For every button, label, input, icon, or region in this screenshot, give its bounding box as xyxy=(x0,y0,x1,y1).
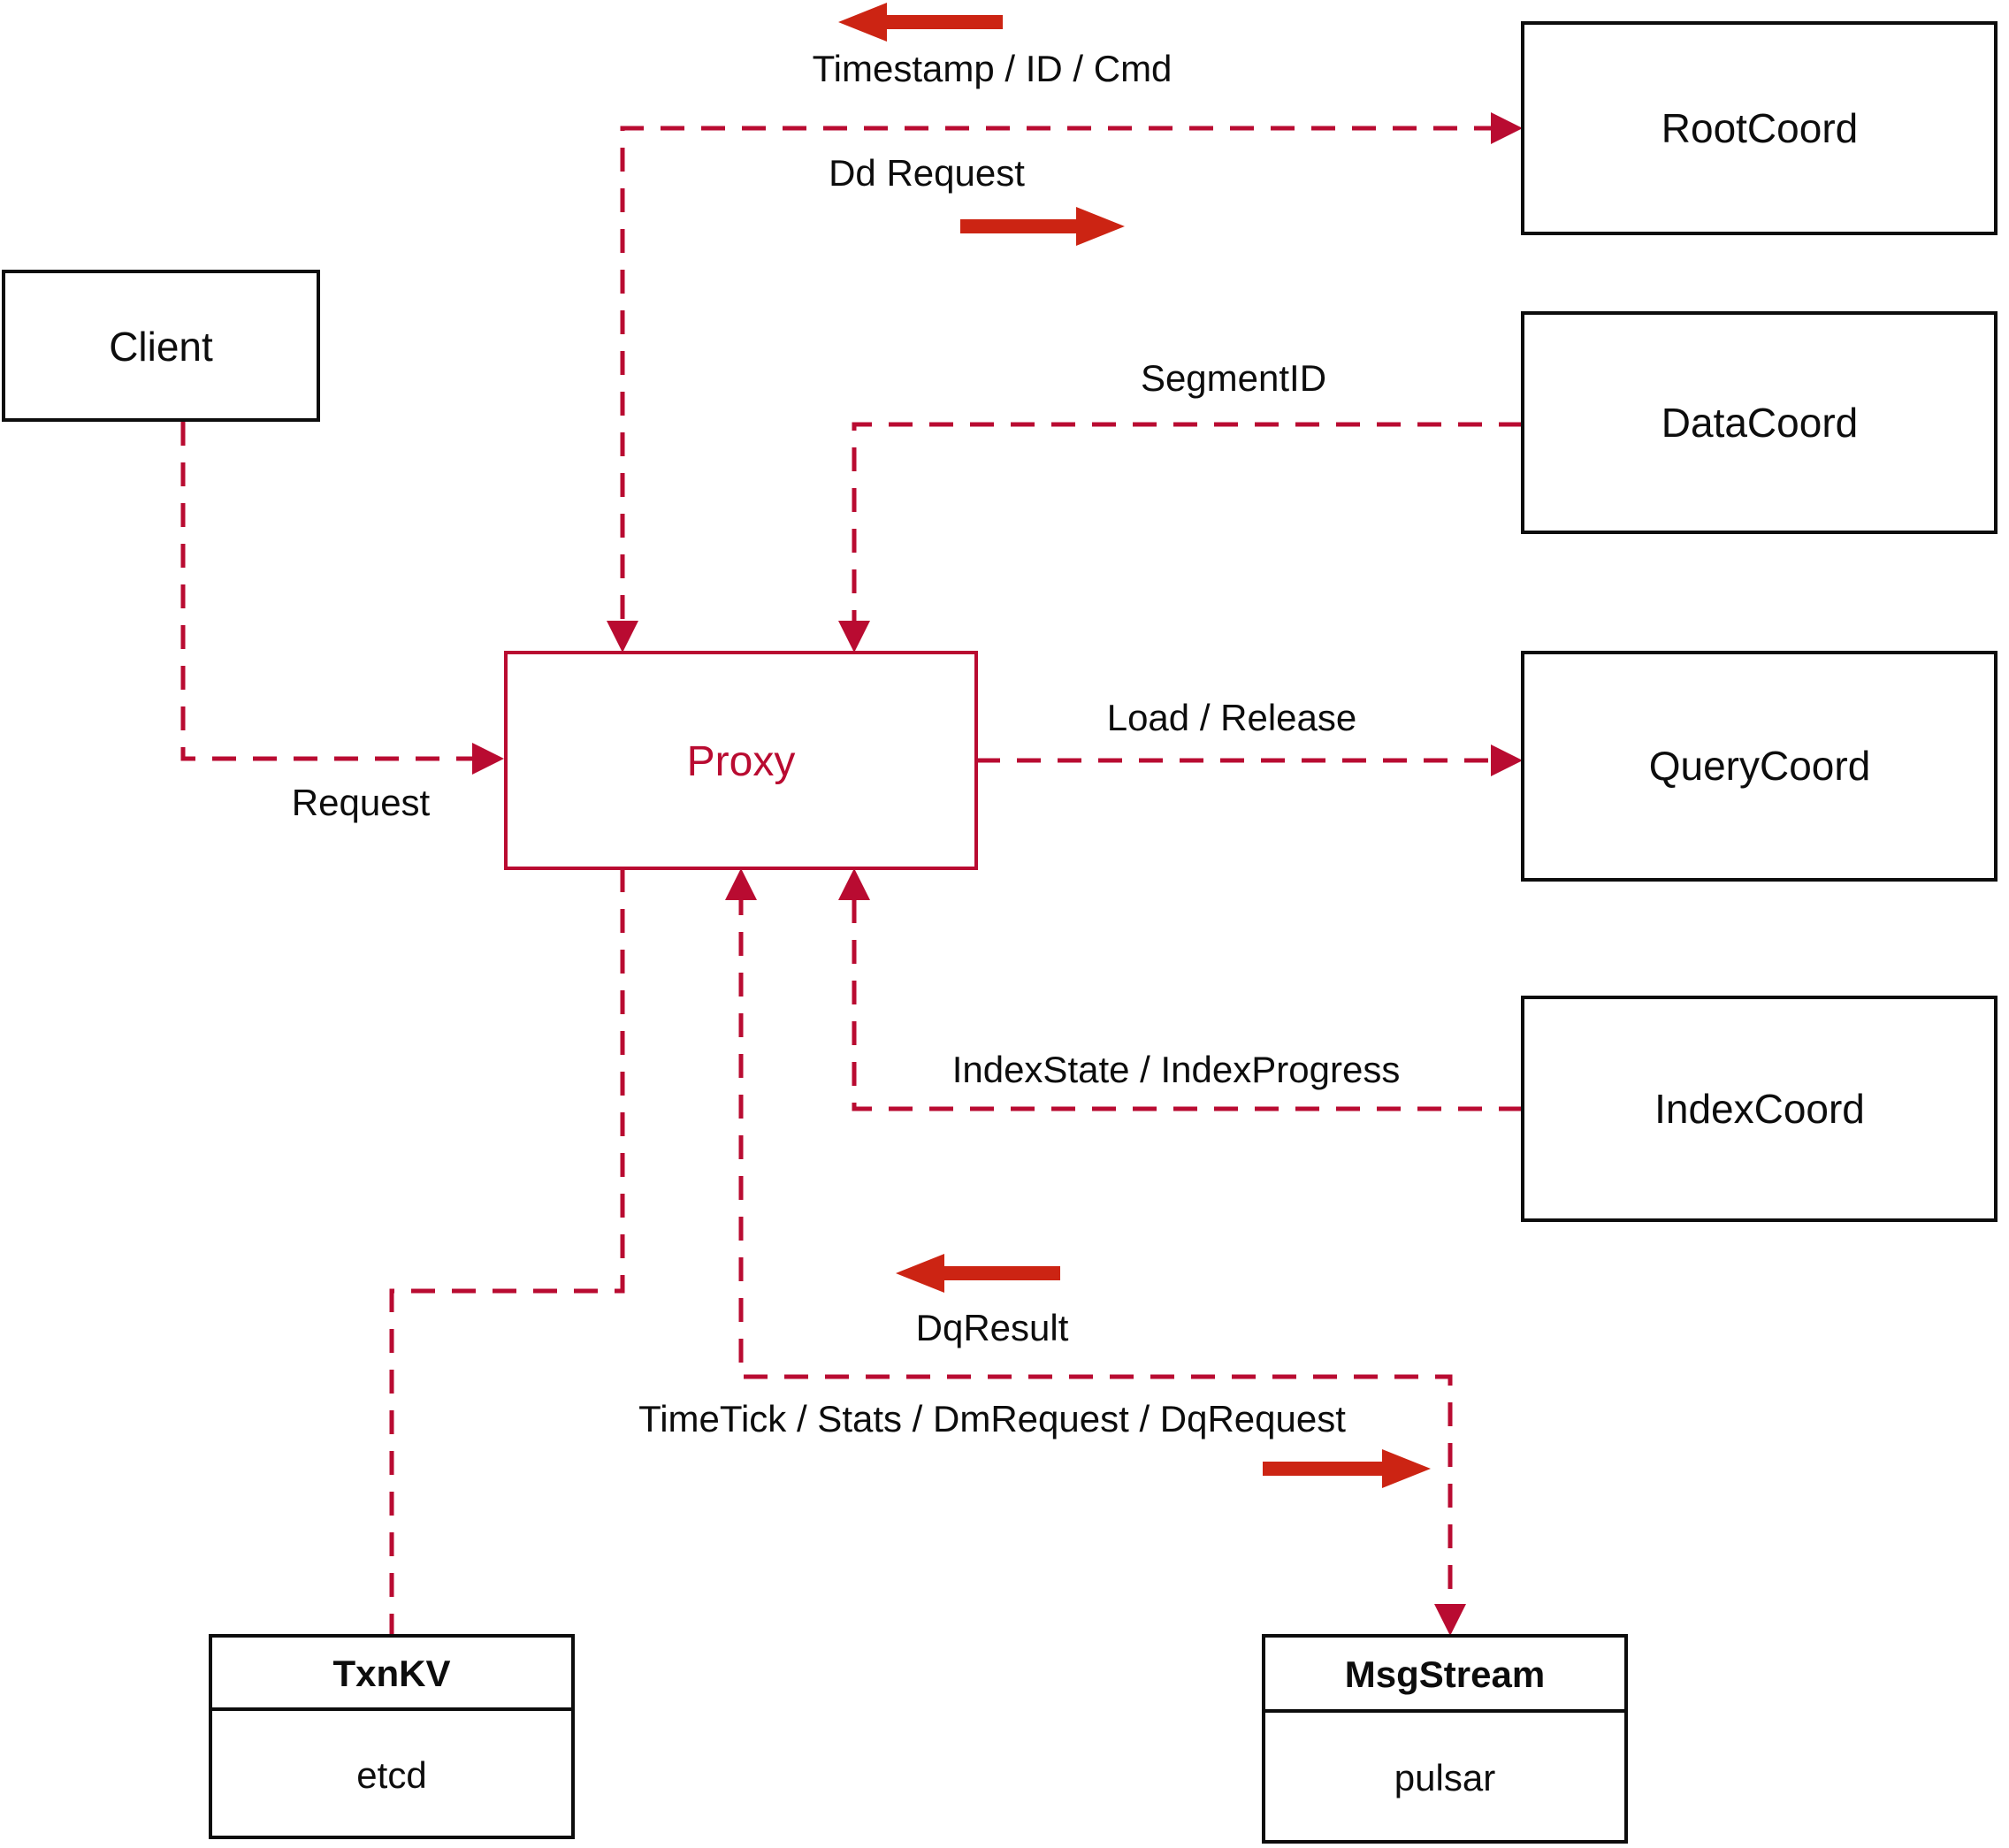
indexcoord-box xyxy=(1521,996,1998,1222)
rootcoord-label: RootCoord xyxy=(1661,105,1858,151)
edge-datacoord-to-proxy xyxy=(852,422,1523,630)
client-label: Client xyxy=(109,324,213,370)
arrowhead-into-msgstream xyxy=(1434,1604,1466,1636)
edge-label-time-tick: TimeTick / Stats / DmRequest / DqRequest xyxy=(638,1398,1346,1439)
arrowhead-into-querycoord xyxy=(1491,745,1523,776)
arrowhead-into-proxy-top-left xyxy=(607,621,638,653)
direction-arrow-right-dd-request xyxy=(960,207,1125,246)
edge-label-segment-id: SegmentID xyxy=(1141,357,1326,399)
rootcoord-box xyxy=(1521,21,1998,235)
arrowhead-into-proxy-bottom-right xyxy=(838,868,870,900)
querycoord-box xyxy=(1521,651,1998,882)
txnkv-title: TxnKV xyxy=(332,1653,450,1694)
txnkv-impl: etcd xyxy=(356,1754,426,1796)
edge-label-dd-request: Dd Request xyxy=(829,152,1025,194)
arrowhead-into-proxy-bottom-left xyxy=(725,868,757,900)
txnkv-box xyxy=(209,1634,575,1839)
edge-label-request: Request xyxy=(292,782,431,823)
edge-label-index-state: IndexState / IndexProgress xyxy=(952,1049,1401,1090)
edge-proxy-msgstream xyxy=(738,891,1453,1613)
direction-arrow-right-time-tick xyxy=(1263,1449,1431,1488)
msgstream-title: MsgStream xyxy=(1345,1653,1545,1695)
edge-label-timestamp-id-cmd: Timestamp / ID / Cmd xyxy=(813,48,1173,89)
edge-proxy-rootcoord xyxy=(620,126,1498,630)
edge-label-dq-result: DqResult xyxy=(916,1307,1069,1348)
client-box xyxy=(2,270,320,422)
edge-client-to-proxy xyxy=(180,422,477,761)
direction-arrow-left-timestamp xyxy=(838,3,1003,42)
msgstream-impl: pulsar xyxy=(1394,1757,1495,1798)
edge-indexcoord-to-proxy xyxy=(852,891,1523,1111)
datacoord-box xyxy=(1521,311,1998,534)
edge-proxy-to-txnkv xyxy=(389,868,625,1634)
arrowhead-into-proxy-left xyxy=(472,743,504,775)
proxy-box xyxy=(504,651,978,870)
arrowhead-into-proxy-top-right xyxy=(838,621,870,653)
indexcoord-label: IndexCoord xyxy=(1654,1086,1865,1132)
querycoord-label: QueryCoord xyxy=(1649,743,1871,789)
proxy-label: Proxy xyxy=(687,738,796,785)
direction-arrow-left-dq-result xyxy=(896,1254,1060,1293)
arrowhead-into-rootcoord xyxy=(1491,112,1523,144)
edge-label-load-release: Load / Release xyxy=(1107,697,1357,738)
datacoord-label: DataCoord xyxy=(1661,400,1858,446)
msgstream-box xyxy=(1262,1634,1628,1844)
